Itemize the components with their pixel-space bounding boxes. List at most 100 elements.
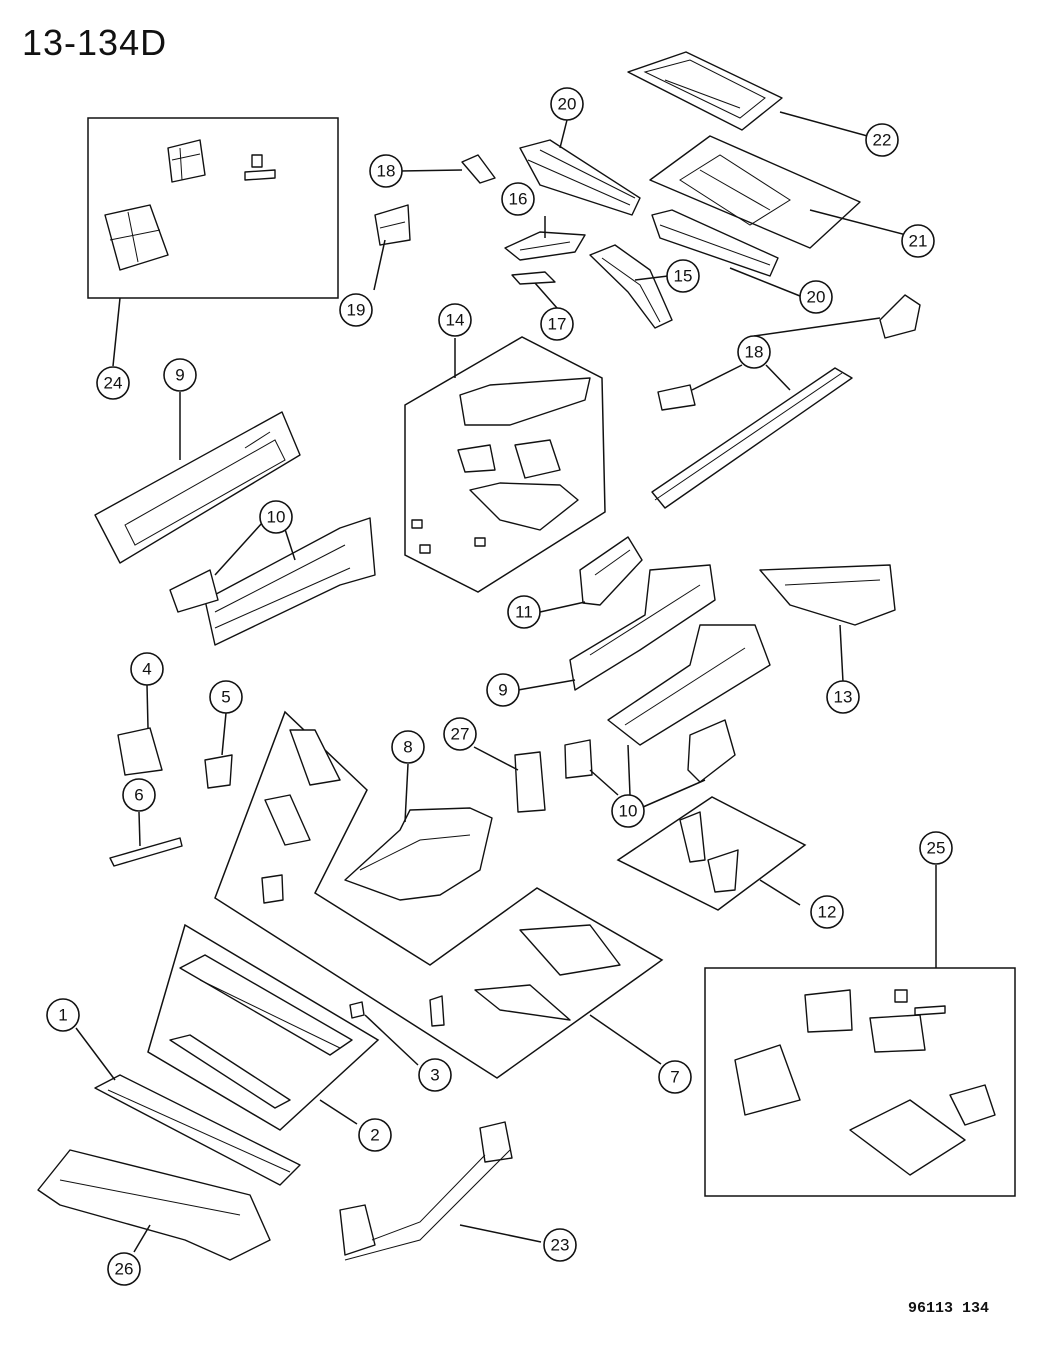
callout-label: 9 bbox=[498, 681, 507, 700]
diagram-id: 13-134D bbox=[22, 22, 168, 63]
callout-circle bbox=[443, 717, 477, 751]
callout-circle bbox=[540, 307, 574, 341]
callout-27: 27 bbox=[443, 717, 477, 751]
callout-label: 27 bbox=[451, 725, 470, 744]
callout-2: 2 bbox=[358, 1118, 392, 1152]
callout-label: 7 bbox=[670, 1068, 679, 1087]
callout-25: 25 bbox=[919, 831, 953, 865]
part-13 bbox=[759, 564, 896, 626]
callout-13: 13 bbox=[826, 680, 860, 714]
part-group-7 bbox=[214, 710, 664, 1079]
callout-20: 20 bbox=[550, 87, 584, 121]
callout-label: 18 bbox=[745, 343, 764, 362]
callout-label: 16 bbox=[509, 190, 528, 209]
callout-5: 5 bbox=[209, 680, 243, 714]
callout-label: 12 bbox=[818, 903, 837, 922]
callout-9: 9 bbox=[486, 673, 520, 707]
callout-circle bbox=[826, 680, 860, 714]
callout-21: 21 bbox=[901, 224, 935, 258]
callout-circle bbox=[543, 1228, 577, 1262]
callout-label: 4 bbox=[142, 660, 151, 679]
callout-label: 25 bbox=[927, 839, 946, 858]
callout-circle bbox=[737, 335, 771, 369]
callout-circle bbox=[107, 1252, 141, 1286]
callout-18: 18 bbox=[369, 154, 403, 188]
callout-circle bbox=[259, 500, 293, 534]
callout-circle bbox=[391, 730, 425, 764]
callout-circle bbox=[163, 358, 197, 392]
callout-label: 1 bbox=[58, 1006, 67, 1025]
callout-12: 12 bbox=[810, 895, 844, 929]
leader-lines bbox=[75, 111, 937, 1253]
callout-label: 22 bbox=[873, 131, 892, 150]
callout-circle bbox=[507, 595, 541, 629]
callout-label: 20 bbox=[807, 288, 826, 307]
callout-label: 21 bbox=[909, 232, 928, 251]
callout-label: 24 bbox=[104, 374, 123, 393]
callout-label: 14 bbox=[446, 311, 465, 330]
part-27 bbox=[514, 751, 546, 813]
callout-label: 6 bbox=[134, 786, 143, 805]
callout-circle bbox=[46, 998, 80, 1032]
callout-label: 5 bbox=[221, 688, 230, 707]
callout-circle bbox=[658, 1060, 692, 1094]
callout-label: 13 bbox=[834, 688, 853, 707]
callout-20: 20 bbox=[799, 280, 833, 314]
callout-circle bbox=[550, 87, 584, 121]
callout-16: 16 bbox=[501, 182, 535, 216]
part-21 bbox=[649, 135, 861, 249]
part-6 bbox=[109, 837, 183, 867]
callout-17: 17 bbox=[540, 307, 574, 341]
callout-label: 20 bbox=[558, 95, 577, 114]
callout-10: 10 bbox=[611, 794, 645, 828]
callout-circle bbox=[369, 154, 403, 188]
callout-circle bbox=[339, 293, 373, 327]
callout-circle bbox=[418, 1058, 452, 1092]
part-16 bbox=[504, 231, 586, 261]
callout-18: 18 bbox=[737, 335, 771, 369]
callout-26: 26 bbox=[107, 1252, 141, 1286]
part-group-24 bbox=[87, 117, 339, 299]
callout-circle bbox=[919, 831, 953, 865]
part-15 bbox=[589, 244, 673, 329]
callout-label: 15 bbox=[674, 267, 693, 286]
callout-6: 6 bbox=[122, 778, 156, 812]
part-9-left bbox=[94, 411, 301, 564]
callout-circle bbox=[901, 224, 935, 258]
callout-circle bbox=[486, 673, 520, 707]
callout-10: 10 bbox=[259, 500, 293, 534]
callout-label: 11 bbox=[515, 603, 533, 622]
callout-label: 2 bbox=[370, 1126, 379, 1145]
callout-22: 22 bbox=[865, 123, 899, 157]
part-18-bracket bbox=[461, 154, 496, 184]
callout-24: 24 bbox=[96, 366, 130, 400]
part-22 bbox=[627, 51, 783, 131]
callout-8: 8 bbox=[391, 730, 425, 764]
part-8 bbox=[344, 807, 493, 901]
callout-label: 17 bbox=[548, 315, 567, 334]
callout-7: 7 bbox=[658, 1060, 692, 1094]
part-group-25 bbox=[704, 967, 1016, 1197]
callout-4: 4 bbox=[130, 652, 164, 686]
callout-label: 18 bbox=[377, 162, 396, 181]
callout-1: 1 bbox=[46, 998, 80, 1032]
part-20-upper bbox=[519, 139, 641, 216]
callout-3: 3 bbox=[418, 1058, 452, 1092]
callout-23: 23 bbox=[543, 1228, 577, 1262]
part-18-rail bbox=[651, 294, 921, 509]
callout-circle bbox=[130, 652, 164, 686]
callout-circle bbox=[501, 182, 535, 216]
part-10-center bbox=[564, 624, 771, 783]
reference-number: 96113 134 bbox=[908, 1300, 990, 1317]
callout-label: 8 bbox=[403, 738, 412, 757]
callout-circle bbox=[438, 303, 472, 337]
part-26 bbox=[37, 1149, 271, 1261]
callout-circle bbox=[865, 123, 899, 157]
callout-circle bbox=[209, 680, 243, 714]
callout-circle bbox=[611, 794, 645, 828]
part-23 bbox=[339, 1121, 513, 1261]
callout-label: 19 bbox=[347, 301, 366, 320]
part-4 bbox=[117, 727, 163, 776]
callout-label: 9 bbox=[175, 366, 184, 385]
